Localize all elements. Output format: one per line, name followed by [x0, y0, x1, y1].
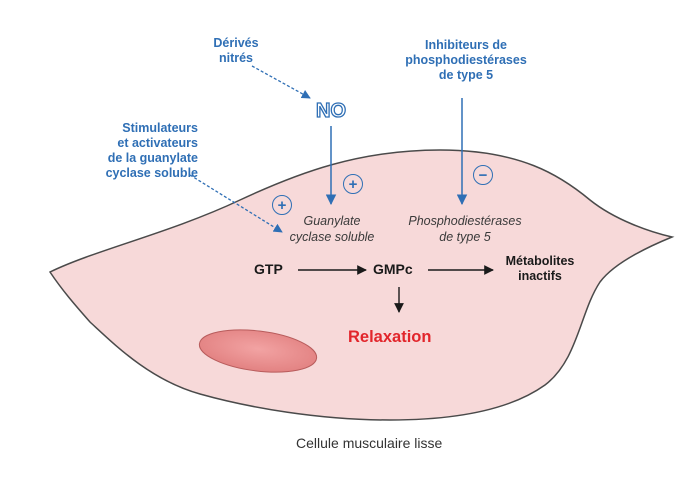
nucleus [198, 329, 318, 373]
label-stimulateurs-line2: et activateurs [117, 136, 198, 150]
label-inhibiteurs: Inhibiteurs de phosphodiestérases de typ… [386, 38, 546, 83]
plus-sign-no: + [343, 174, 363, 194]
label-stimulateurs-line4: cyclase soluble [105, 166, 198, 180]
caption: Cellule musculaire lisse [296, 435, 443, 451]
label-phosphodiesterases: Phosphodiestérases de type 5 [400, 213, 530, 245]
minus-sign-inhibiteurs: − [473, 165, 493, 185]
label-inhibiteurs-line2: phosphodiestérases [405, 53, 527, 67]
label-inhibiteurs-line1: Inhibiteurs de [425, 38, 507, 52]
label-metabolites-line1: Métabolites [505, 254, 575, 268]
label-inhibiteurs-line3: de type 5 [438, 68, 494, 82]
label-phospho-line2: de type 5 [439, 230, 491, 244]
label-metabolites: Métabolites inactifs [500, 254, 580, 284]
plus-sign-stimulateurs: + [272, 195, 292, 215]
label-guanylate-line1: Guanylate [303, 214, 361, 228]
label-gtp: GTP [254, 261, 283, 277]
label-relaxation: Relaxation [348, 328, 432, 346]
label-gmpc: GMPc [373, 261, 413, 277]
label-phospho-line1: Phosphodiestérases [408, 214, 522, 228]
label-stimulateurs: Stimulateurs et activateurs de la guanyl… [68, 121, 198, 181]
label-no: NO [315, 99, 346, 122]
label-stimulateurs-line3: de la guanylate [107, 151, 198, 165]
arrow-stimulateurs-to-guanylate [189, 174, 283, 233]
label-guanylate-line2: cyclase soluble [289, 230, 375, 244]
arrow-derives-to-no [251, 65, 311, 99]
label-guanylate-cyclase: Guanylate cyclase soluble [272, 213, 392, 245]
label-derives-line1: Dérivés [213, 36, 259, 50]
label-derives-line2: nitrés [218, 51, 254, 65]
label-stimulateurs-line1: Stimulateurs [122, 121, 198, 135]
label-derives-nitres: Dérivés nitrés [206, 36, 266, 66]
label-metabolites-line2: inactifs [518, 269, 562, 283]
smooth-muscle-cell [48, 149, 675, 421]
